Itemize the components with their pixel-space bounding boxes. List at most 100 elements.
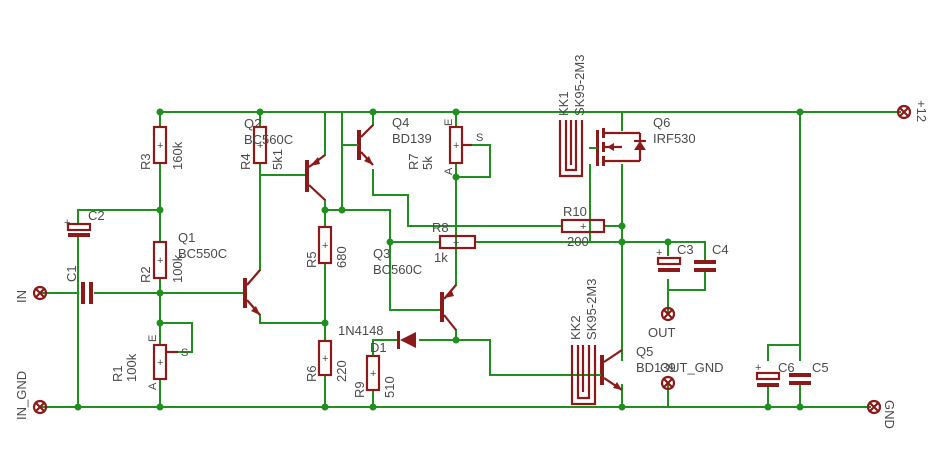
label-gnd: GND [882, 400, 897, 429]
label-c6: C6 [778, 360, 795, 375]
svg-text:+: + [453, 140, 459, 152]
terminal-out[interactable]: OUT [648, 306, 676, 340]
diode-d1[interactable]: D1 1N4148 [338, 323, 416, 355]
capacitor-c4[interactable]: C4 [694, 242, 729, 272]
label-q1-value: BC550C [178, 246, 227, 261]
svg-text:A: A [443, 167, 455, 175]
heatsink-kk2[interactable]: KK2 SK95-2M3 [568, 279, 599, 406]
capacitor-c3[interactable]: + C3 [656, 242, 694, 272]
capacitor-c2[interactable]: + C2 [64, 208, 105, 237]
transistor-q1[interactable]: Q1 BC550C [178, 230, 261, 316]
label-v12: +12 [914, 100, 929, 122]
resistor-r2[interactable]: + R2 100k [138, 240, 185, 283]
label-c1: C1 [64, 265, 79, 282]
svg-text:+: + [257, 140, 263, 152]
transistor-q4[interactable]: Q4 BD139 [341, 115, 432, 166]
terminal-in[interactable]: IN [14, 285, 48, 303]
label-out: OUT [648, 325, 676, 340]
svg-text:+: + [157, 357, 163, 369]
label-r10-value: 200 [567, 234, 589, 249]
label-kk1: KK1 [556, 91, 571, 116]
label-r7: R7 [406, 153, 421, 170]
resistor-r3[interactable]: + R3 160k [138, 125, 185, 170]
label-r6-value: 220 [334, 360, 349, 382]
label-d1-value: 1N4148 [338, 323, 384, 338]
label-r10: R10 [563, 204, 587, 219]
resistor-r9[interactable]: + R9 510 [352, 354, 397, 398]
label-kk2-value: SK95-2M3 [584, 279, 599, 340]
label-r3-value: 160k [170, 141, 185, 170]
label-kk2: KK2 [568, 315, 583, 340]
resistor-r10[interactable]: + R10 200 [560, 204, 606, 249]
label-r4: R4 [238, 153, 253, 170]
label-q2: Q2 [244, 116, 261, 131]
label-c4: C4 [712, 242, 729, 257]
svg-text:+: + [580, 221, 586, 233]
label-q6-value: IRF530 [653, 131, 696, 146]
label-r8: R8 [432, 220, 449, 235]
terminal-in-gnd[interactable]: IN_GND [14, 371, 48, 420]
terminal-out-gnd[interactable]: OUT_GND [660, 360, 724, 391]
svg-text:+: + [755, 362, 761, 374]
label-d1: D1 [370, 340, 387, 355]
resistor-r6[interactable]: + R6 220 [304, 339, 349, 382]
label-r4-value: 5k1 [270, 149, 285, 170]
label-q6: Q6 [653, 115, 670, 130]
svg-text:+: + [157, 140, 163, 152]
terminal-v12[interactable]: +12 [896, 100, 929, 122]
svg-text:+: + [322, 240, 328, 252]
label-q5: Q5 [636, 344, 653, 359]
potentiometer-r1[interactable]: + E A S R1 100k [110, 335, 188, 390]
junctions [74, 108, 804, 411]
label-r2: R2 [138, 266, 153, 283]
capacitor-c1[interactable]: C1 [64, 265, 93, 304]
transistor-q2[interactable]: Q2 BC560C [244, 116, 326, 201]
svg-text:+: + [64, 217, 70, 229]
capacitor-c5[interactable]: C5 [789, 360, 829, 385]
label-r3: R3 [138, 153, 153, 170]
svg-text:S: S [181, 347, 188, 359]
label-q1: Q1 [178, 230, 195, 245]
label-kk1-value: SK95-2M3 [572, 55, 587, 116]
label-q3: Q3 [373, 246, 390, 261]
svg-text:E: E [147, 335, 159, 342]
label-c5: C5 [812, 360, 829, 375]
svg-text:+: + [656, 247, 662, 259]
svg-text:S: S [476, 132, 483, 144]
label-r1: R1 [110, 365, 125, 382]
label-r8-value: 1k [434, 250, 448, 265]
label-in: IN [14, 290, 29, 303]
transistor-q5[interactable]: Q5 BD139 [594, 344, 676, 391]
resistor-r8[interactable]: + R8 1k [432, 220, 477, 265]
svg-text:A: A [147, 382, 159, 390]
svg-text:+: + [453, 237, 459, 249]
label-r9: R9 [352, 381, 367, 398]
svg-text:E: E [443, 119, 455, 126]
svg-text:+: + [322, 353, 328, 365]
label-r6: R6 [304, 365, 319, 382]
label-c2: C2 [88, 208, 105, 223]
label-r5-value: 680 [334, 246, 349, 268]
wires [39, 111, 901, 408]
transistor-q3[interactable]: Q3 BC560C [373, 246, 457, 331]
mosfet-q6[interactable]: Q6 IRF530 [589, 115, 696, 166]
capacitor-c6[interactable]: + C6 [755, 360, 795, 387]
potentiometer-r7[interactable]: + E A S R7 5k [406, 119, 483, 175]
resistor-r4[interactable]: + R4 5k1 [238, 125, 285, 170]
label-c3: C3 [677, 242, 694, 257]
heatsink-kk1[interactable]: KK1 SK95-2M3 [556, 55, 587, 178]
label-q4: Q4 [392, 115, 409, 130]
label-out-gnd: OUT_GND [660, 360, 724, 375]
resistor-r5[interactable]: + R5 680 [304, 225, 349, 268]
label-r2-value: 100k [170, 254, 185, 283]
label-q3-value: BC560C [373, 262, 422, 277]
label-q2-value: BC560C [244, 132, 293, 147]
terminal-gnd[interactable]: GND [866, 399, 897, 429]
svg-text:+: + [157, 255, 163, 267]
svg-text:+: + [370, 368, 376, 380]
label-r9-value: 510 [382, 376, 397, 398]
label-r7-value: 5k [420, 156, 435, 170]
label-in-gnd: IN_GND [14, 371, 29, 420]
